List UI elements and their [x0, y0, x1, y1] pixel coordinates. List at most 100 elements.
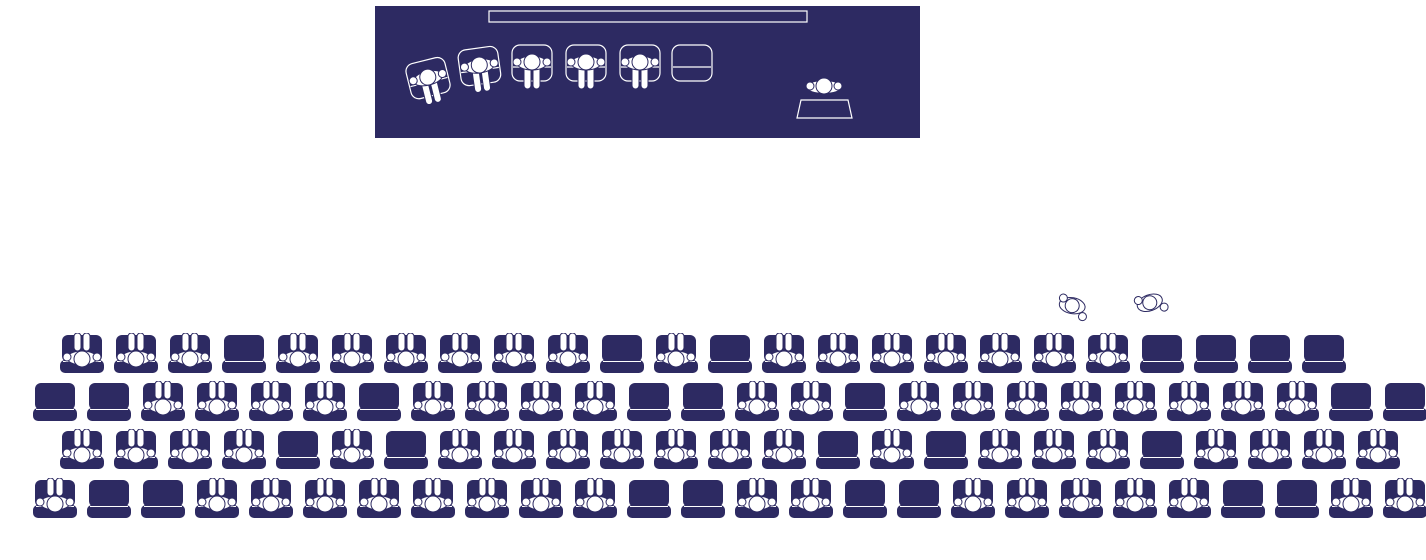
chair-icon	[842, 479, 888, 519]
chair-icon	[86, 382, 132, 422]
seated-person-icon	[383, 333, 429, 374]
seated-person-icon	[167, 333, 213, 374]
seated-person-icon	[113, 429, 159, 470]
seated-person-icon	[464, 381, 510, 422]
seated-person-icon	[194, 478, 240, 519]
seated-person-icon	[761, 333, 807, 374]
chair-icon	[923, 430, 969, 470]
chair-icon	[680, 382, 726, 422]
seated-person-icon	[869, 429, 915, 470]
chair-icon	[140, 479, 186, 519]
lectern-icon	[796, 77, 853, 119]
chair-icon	[1193, 334, 1239, 374]
seated-person-icon	[113, 333, 159, 374]
chair-icon	[1301, 334, 1347, 374]
standing-person-icon	[1132, 287, 1170, 321]
seated-person-icon	[815, 333, 861, 374]
seated-person-icon	[1004, 478, 1050, 519]
seated-person-icon	[1031, 333, 1077, 374]
seated-person-icon	[410, 478, 456, 519]
seated-person-icon	[437, 333, 483, 374]
seated-person-icon	[572, 478, 618, 519]
seated-person-icon	[302, 381, 348, 422]
chair-icon	[1382, 382, 1426, 422]
seated-person-icon	[329, 333, 375, 374]
seat-row	[32, 478, 1426, 519]
seated-person-icon	[248, 381, 294, 422]
chair-icon	[626, 382, 672, 422]
seated-person-icon	[572, 381, 618, 422]
standing-people	[1055, 287, 1170, 322]
seated-person-icon	[1301, 429, 1347, 470]
seated-person-icon	[950, 478, 996, 519]
seated-person-icon	[329, 429, 375, 470]
seated-person-icon	[788, 381, 834, 422]
chair-icon	[1247, 334, 1293, 374]
chair-icon	[356, 382, 402, 422]
seated-person-icon	[788, 478, 834, 519]
chair-icon	[707, 334, 753, 374]
seated-person-icon	[302, 478, 348, 519]
seated-person-icon	[140, 381, 186, 422]
seated-person-icon	[1112, 381, 1158, 422]
speaker-person-icon	[805, 77, 843, 95]
seated-person-icon	[599, 429, 645, 470]
seated-person-icon	[923, 333, 969, 374]
seated-person-icon	[1085, 429, 1131, 470]
seated-person-icon	[1382, 478, 1426, 519]
seated-person-icon	[437, 429, 483, 470]
stage	[375, 6, 920, 138]
seat-row	[59, 333, 1347, 374]
chair-icon	[86, 479, 132, 519]
chair-icon	[626, 479, 672, 519]
chair-icon	[842, 382, 888, 422]
chair-icon	[221, 334, 267, 374]
standing-person-icon	[1055, 292, 1091, 322]
seated-person-icon	[1274, 381, 1320, 422]
seated-person-icon	[977, 429, 1023, 470]
seated-person-icon	[518, 478, 564, 519]
seated-person-icon	[248, 478, 294, 519]
seated-person-icon	[518, 381, 564, 422]
seated-person-icon	[1328, 478, 1374, 519]
seated-person-icon	[545, 333, 591, 374]
seat-row	[32, 381, 1426, 422]
seated-person-icon	[1004, 381, 1050, 422]
seated-person-icon	[221, 429, 267, 470]
seated-person-icon	[1166, 478, 1212, 519]
projection-screen-icon	[488, 10, 808, 23]
seated-person-icon	[734, 478, 780, 519]
seated-person-icon	[59, 333, 105, 374]
chair-icon	[1139, 430, 1185, 470]
chair-icon	[599, 334, 645, 374]
seated-person-icon	[1031, 429, 1077, 470]
chair-icon	[1328, 382, 1374, 422]
seated-person-icon	[1058, 478, 1104, 519]
seated-person-icon	[1166, 381, 1212, 422]
seated-person-icon	[356, 478, 402, 519]
seated-person-icon	[950, 381, 996, 422]
chair-icon	[1139, 334, 1185, 374]
seated-person-icon	[410, 381, 456, 422]
seated-person-icon	[464, 478, 510, 519]
seated-person-icon	[59, 429, 105, 470]
seated-person-icon	[653, 333, 699, 374]
seated-person-icon	[275, 333, 321, 374]
seated-person-icon	[194, 381, 240, 422]
seated-person-icon	[977, 333, 1023, 374]
seat-row	[59, 429, 1401, 470]
chair-icon	[815, 430, 861, 470]
chair-icon	[896, 479, 942, 519]
seated-person-icon	[1085, 333, 1131, 374]
seated-person-icon	[491, 429, 537, 470]
seated-person-icon	[1058, 381, 1104, 422]
audience-seating	[32, 333, 1426, 519]
seated-person-icon	[707, 429, 753, 470]
seated-person-icon	[761, 429, 807, 470]
seated-person-icon	[869, 333, 915, 374]
seated-person-icon	[545, 429, 591, 470]
chair-icon	[383, 430, 429, 470]
seated-person-icon	[32, 478, 78, 519]
seated-person-icon	[734, 381, 780, 422]
